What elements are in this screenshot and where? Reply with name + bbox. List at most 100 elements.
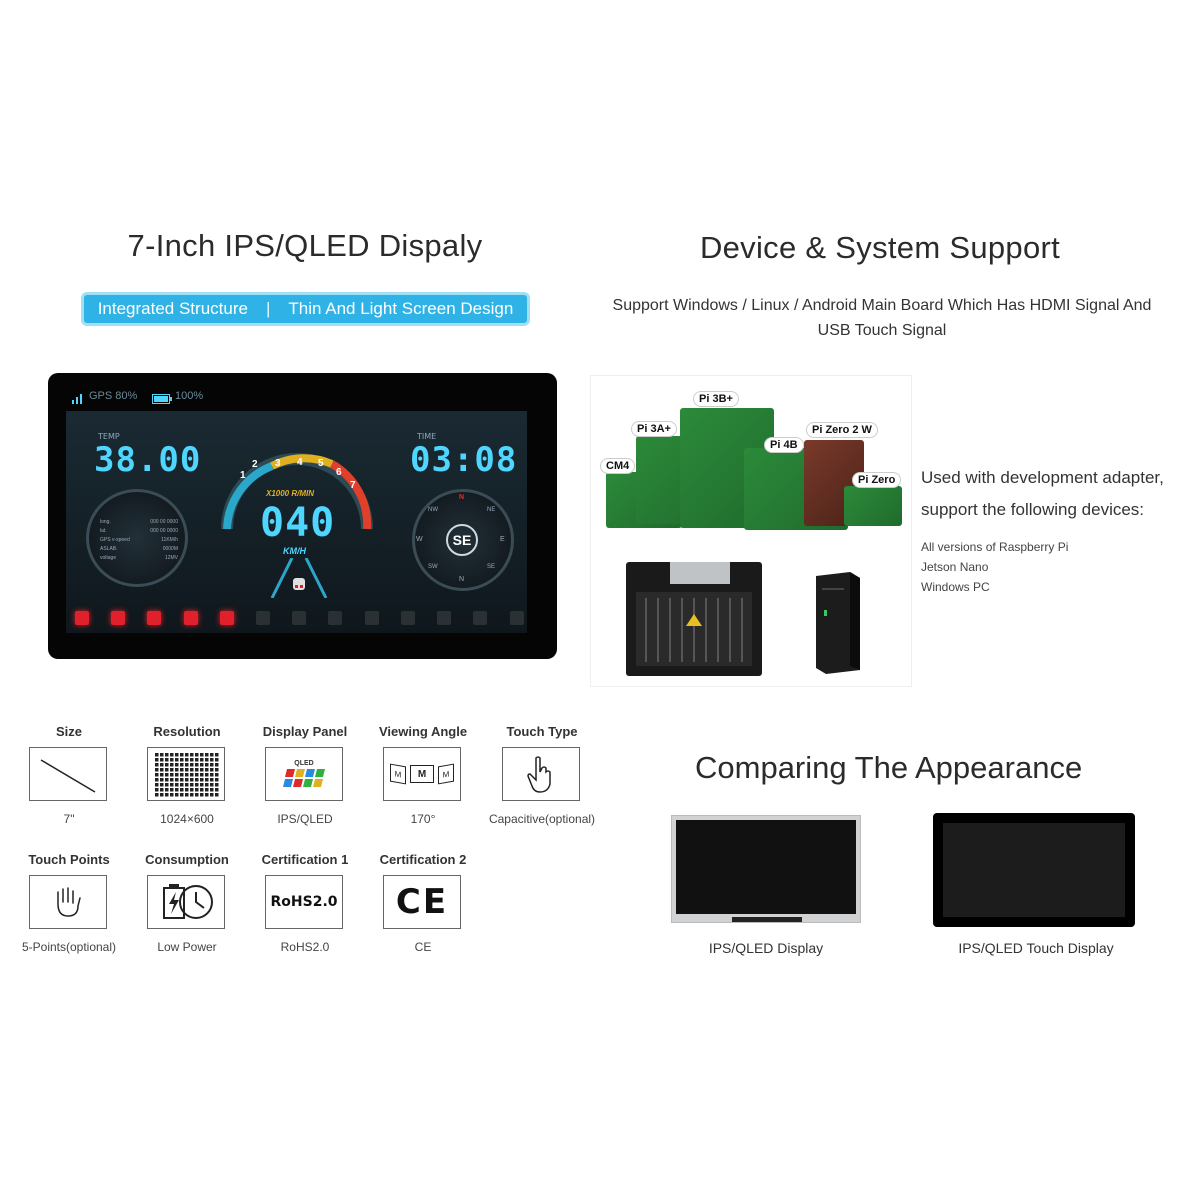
led-indicator: [365, 611, 379, 625]
spec-angle-label: Viewing Angle: [378, 724, 468, 739]
support-description: Support Windows / Linux / Android Main B…: [590, 293, 1174, 343]
compass-se: SE: [487, 564, 496, 570]
road-icon: [262, 557, 336, 599]
info-row: long.000 00 0000: [100, 519, 178, 525]
device-collage: [590, 375, 912, 687]
viewing-angle-icon: M M M: [383, 747, 461, 801]
led-indicator: [111, 611, 125, 625]
touch-display-frame: [933, 813, 1135, 927]
feature-integrated: Integrated Structure: [97, 299, 248, 318]
battery-status: 100%: [175, 390, 204, 402]
rpm-label: X1000 R/MIN: [266, 489, 315, 498]
rpm-tick: 5: [318, 458, 324, 469]
spec-consumption-value: Low Power: [157, 940, 217, 954]
support-line-1: Support Windows / Linux / Android Main B…: [612, 297, 1152, 314]
pi3a-label: Pi 3A+: [631, 421, 677, 437]
windows-pc-tower: [810, 570, 864, 674]
compass-w: W: [416, 536, 423, 543]
compass-s: N: [459, 576, 465, 583]
low-power-icon: [147, 875, 225, 929]
info-rows: long.000 00 0000 lat.000 00 0000 GPS v-s…: [100, 518, 178, 563]
pi3b-label: Pi 3B+: [693, 391, 739, 407]
angle-left-icon: M: [390, 763, 406, 785]
rohs-icon: RoHS2.0: [265, 875, 343, 929]
ce-mark-icon: CE: [383, 875, 461, 929]
jetson-nano-board: [626, 562, 762, 676]
info-row: lat.000 00 0000: [100, 528, 178, 534]
led-indicator: [292, 611, 306, 625]
led-indicator: [256, 611, 270, 625]
feature-pill: Integrated Structure | Thin And Light Sc…: [81, 292, 530, 326]
device-support-text: Used with development adapter, support t…: [921, 462, 1164, 526]
spec-touchpoints-label: Touch Points: [28, 852, 110, 867]
angle-right-icon: M: [438, 763, 454, 785]
led-indicator: [147, 611, 161, 625]
resolution-grid-icon: [147, 747, 225, 801]
multi-touch-icon: [29, 875, 107, 929]
touch-hand-icon: [502, 747, 580, 801]
led-indicator: [401, 611, 415, 625]
led-indicator: [184, 611, 198, 625]
spec-touchpoints-value: 5-Points(optional): [21, 940, 117, 954]
cm4-label: CM4: [600, 458, 636, 474]
spec-cert1-label: Certification 1: [261, 852, 349, 867]
spec-resolution-label: Resolution: [153, 724, 221, 739]
rpm-gauge: [212, 444, 382, 544]
device-list: All versions of Raspberry Pi Jetson Nano…: [921, 537, 1068, 597]
temp-value: 38.00: [94, 440, 202, 480]
support-title: Device & System Support: [699, 230, 1061, 265]
compare-title: Comparing The Appearance: [695, 750, 1083, 785]
size-icon: [29, 747, 107, 801]
angle-center-icon: M: [410, 765, 434, 783]
spec-size-label: Size: [55, 724, 82, 739]
spec-cert2-value: CE: [414, 940, 432, 954]
rpm-tick: 7: [350, 480, 356, 491]
ce-logo-text: CE: [395, 882, 449, 922]
spec-cert1-value: RoHS2.0: [280, 940, 330, 954]
spec-angle-value: 170°: [410, 812, 436, 826]
feature-thin-light: Thin And Light Screen Design: [288, 299, 514, 318]
device-support-line-1: Used with development adapter,: [921, 468, 1164, 487]
spec-touch-value: Capacitive(optional): [488, 812, 596, 826]
compass-ne: NE: [487, 507, 496, 513]
compass-n: N: [459, 494, 465, 501]
led-indicator: [437, 611, 451, 625]
temp-label: TEMP: [98, 432, 120, 441]
led-indicator: [510, 611, 524, 625]
pizero-board: [844, 486, 902, 526]
led-indicator: [328, 611, 342, 625]
touch-display-screen: [943, 823, 1125, 917]
compass-e: E: [500, 536, 505, 543]
device-list-item: Windows PC: [921, 580, 990, 594]
device-support-line-2: support the following devices:: [921, 500, 1145, 519]
rohs-logo-text: RoHS2.0: [270, 894, 338, 910]
plain-display-label: IPS/QLED Display: [708, 940, 824, 956]
rpm-tick: 3: [275, 458, 281, 469]
qled-icon: QLED: [265, 747, 343, 801]
display-title: 7-Inch IPS/QLED Dispaly: [127, 228, 483, 263]
spec-panel-value: IPS/QLED: [277, 812, 333, 826]
info-row: ASLAB.0000M: [100, 546, 178, 552]
spec-size-value: 7": [63, 812, 75, 826]
pizero2-label: Pi Zero 2 W: [806, 422, 878, 438]
led-indicator: [473, 611, 487, 625]
rpm-tick: 1: [240, 470, 246, 481]
compass-nw: NW: [428, 507, 438, 513]
rpm-tick: 6: [336, 467, 342, 478]
touch-display-label: IPS/QLED Touch Display: [958, 940, 1114, 956]
feature-separator: |: [265, 299, 271, 318]
plain-display-connector: [732, 917, 802, 922]
device-list-item: Jetson Nano: [921, 560, 989, 574]
time-value: 03:08: [410, 440, 518, 480]
compass-direction: SE: [446, 524, 478, 556]
compass-sw: SW: [428, 564, 438, 570]
time-label: TIME: [417, 432, 437, 441]
spec-panel-label: Display Panel: [262, 724, 348, 739]
pizero-label: Pi Zero: [852, 472, 902, 488]
device-list-item: All versions of Raspberry Pi: [921, 540, 1069, 554]
pi4b-label: Pi 4B: [764, 437, 804, 453]
spec-touch-label: Touch Type: [506, 724, 578, 739]
spec-consumption-label: Consumption: [145, 852, 229, 867]
